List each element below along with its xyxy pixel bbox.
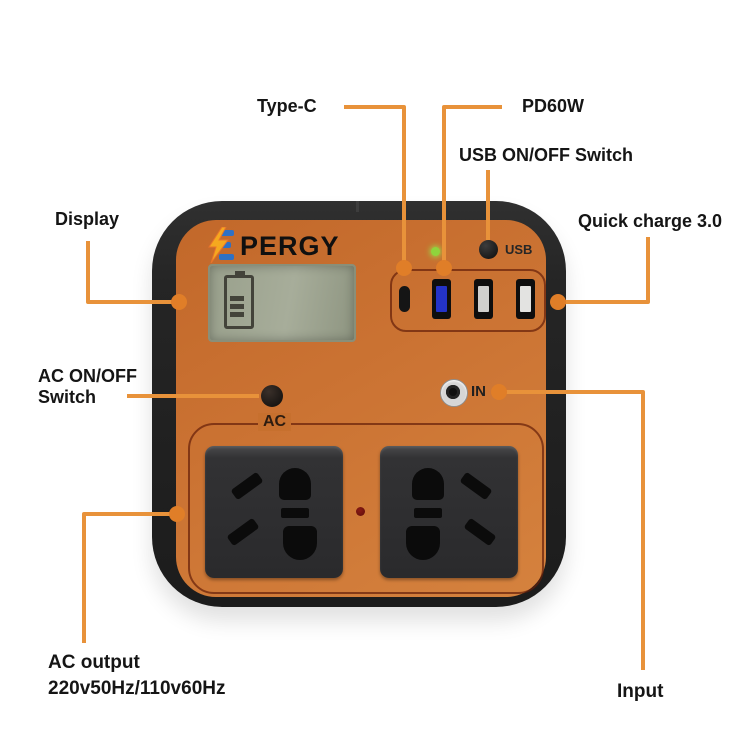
ac-outlet-left xyxy=(205,446,343,578)
usb-switch-label: USB ON/OFF Switch xyxy=(459,145,634,165)
usb-a-port xyxy=(474,279,493,319)
input-callout-line xyxy=(504,390,645,670)
device-top-seam xyxy=(356,201,359,212)
type-c-port xyxy=(399,286,410,312)
ac-on-off-button xyxy=(261,385,283,407)
dc-input-label: IN xyxy=(471,383,486,400)
quick-charge-label: Quick charge 3.0 xyxy=(578,211,723,231)
display-callout-line xyxy=(86,241,174,304)
display-callout-dot xyxy=(171,294,187,310)
input-label: Input xyxy=(617,681,664,702)
ac-area-outline xyxy=(188,423,544,594)
pd60w-callout-dot xyxy=(436,260,452,276)
brand-name: PERGY xyxy=(240,231,340,261)
ac-area-label: AC xyxy=(258,413,292,431)
display-label: Display xyxy=(55,209,120,229)
quick-charge-callout-line xyxy=(562,237,650,304)
ac-switch-label-line1: AC ON/OFF xyxy=(38,366,137,386)
pd60w-label: PD60W xyxy=(522,96,585,116)
usb-on-off-button xyxy=(479,240,498,259)
ac-output-label-line1: AC output xyxy=(48,652,140,673)
type-c-callout-dot xyxy=(396,260,412,276)
outlet-power-led xyxy=(356,507,365,516)
charge-led-indicator xyxy=(431,247,440,256)
ac-output-callout-dot xyxy=(169,506,185,522)
ac-output-label: AC output 220v50Hz/110v60Hz xyxy=(48,650,225,702)
input-callout-dot xyxy=(491,384,507,400)
type-c-label: Type-C xyxy=(257,96,317,116)
usb-button-label: USB xyxy=(505,242,533,257)
dc-input-jack xyxy=(440,379,468,407)
dc-input-jack-hole xyxy=(446,385,460,399)
battery-icon xyxy=(224,271,254,329)
pd60w-usb-port xyxy=(432,279,451,319)
lcd-display xyxy=(208,264,356,342)
quick-charge-callout-dot xyxy=(550,294,566,310)
type-c-callout-line xyxy=(344,105,406,264)
ac-output-label-line2: 220v50Hz/110v60Hz xyxy=(48,678,226,699)
quick-charge-usb-port xyxy=(516,279,535,319)
pergy-logo-icon xyxy=(208,227,234,263)
ac-output-callout-line xyxy=(82,512,172,643)
ac-switch-label-line2: Switch xyxy=(38,387,97,407)
ac-switch-label: AC ON/OFF Switch xyxy=(38,366,137,408)
pd60w-callout-line xyxy=(442,105,502,263)
usb-ports-outline xyxy=(390,269,546,332)
